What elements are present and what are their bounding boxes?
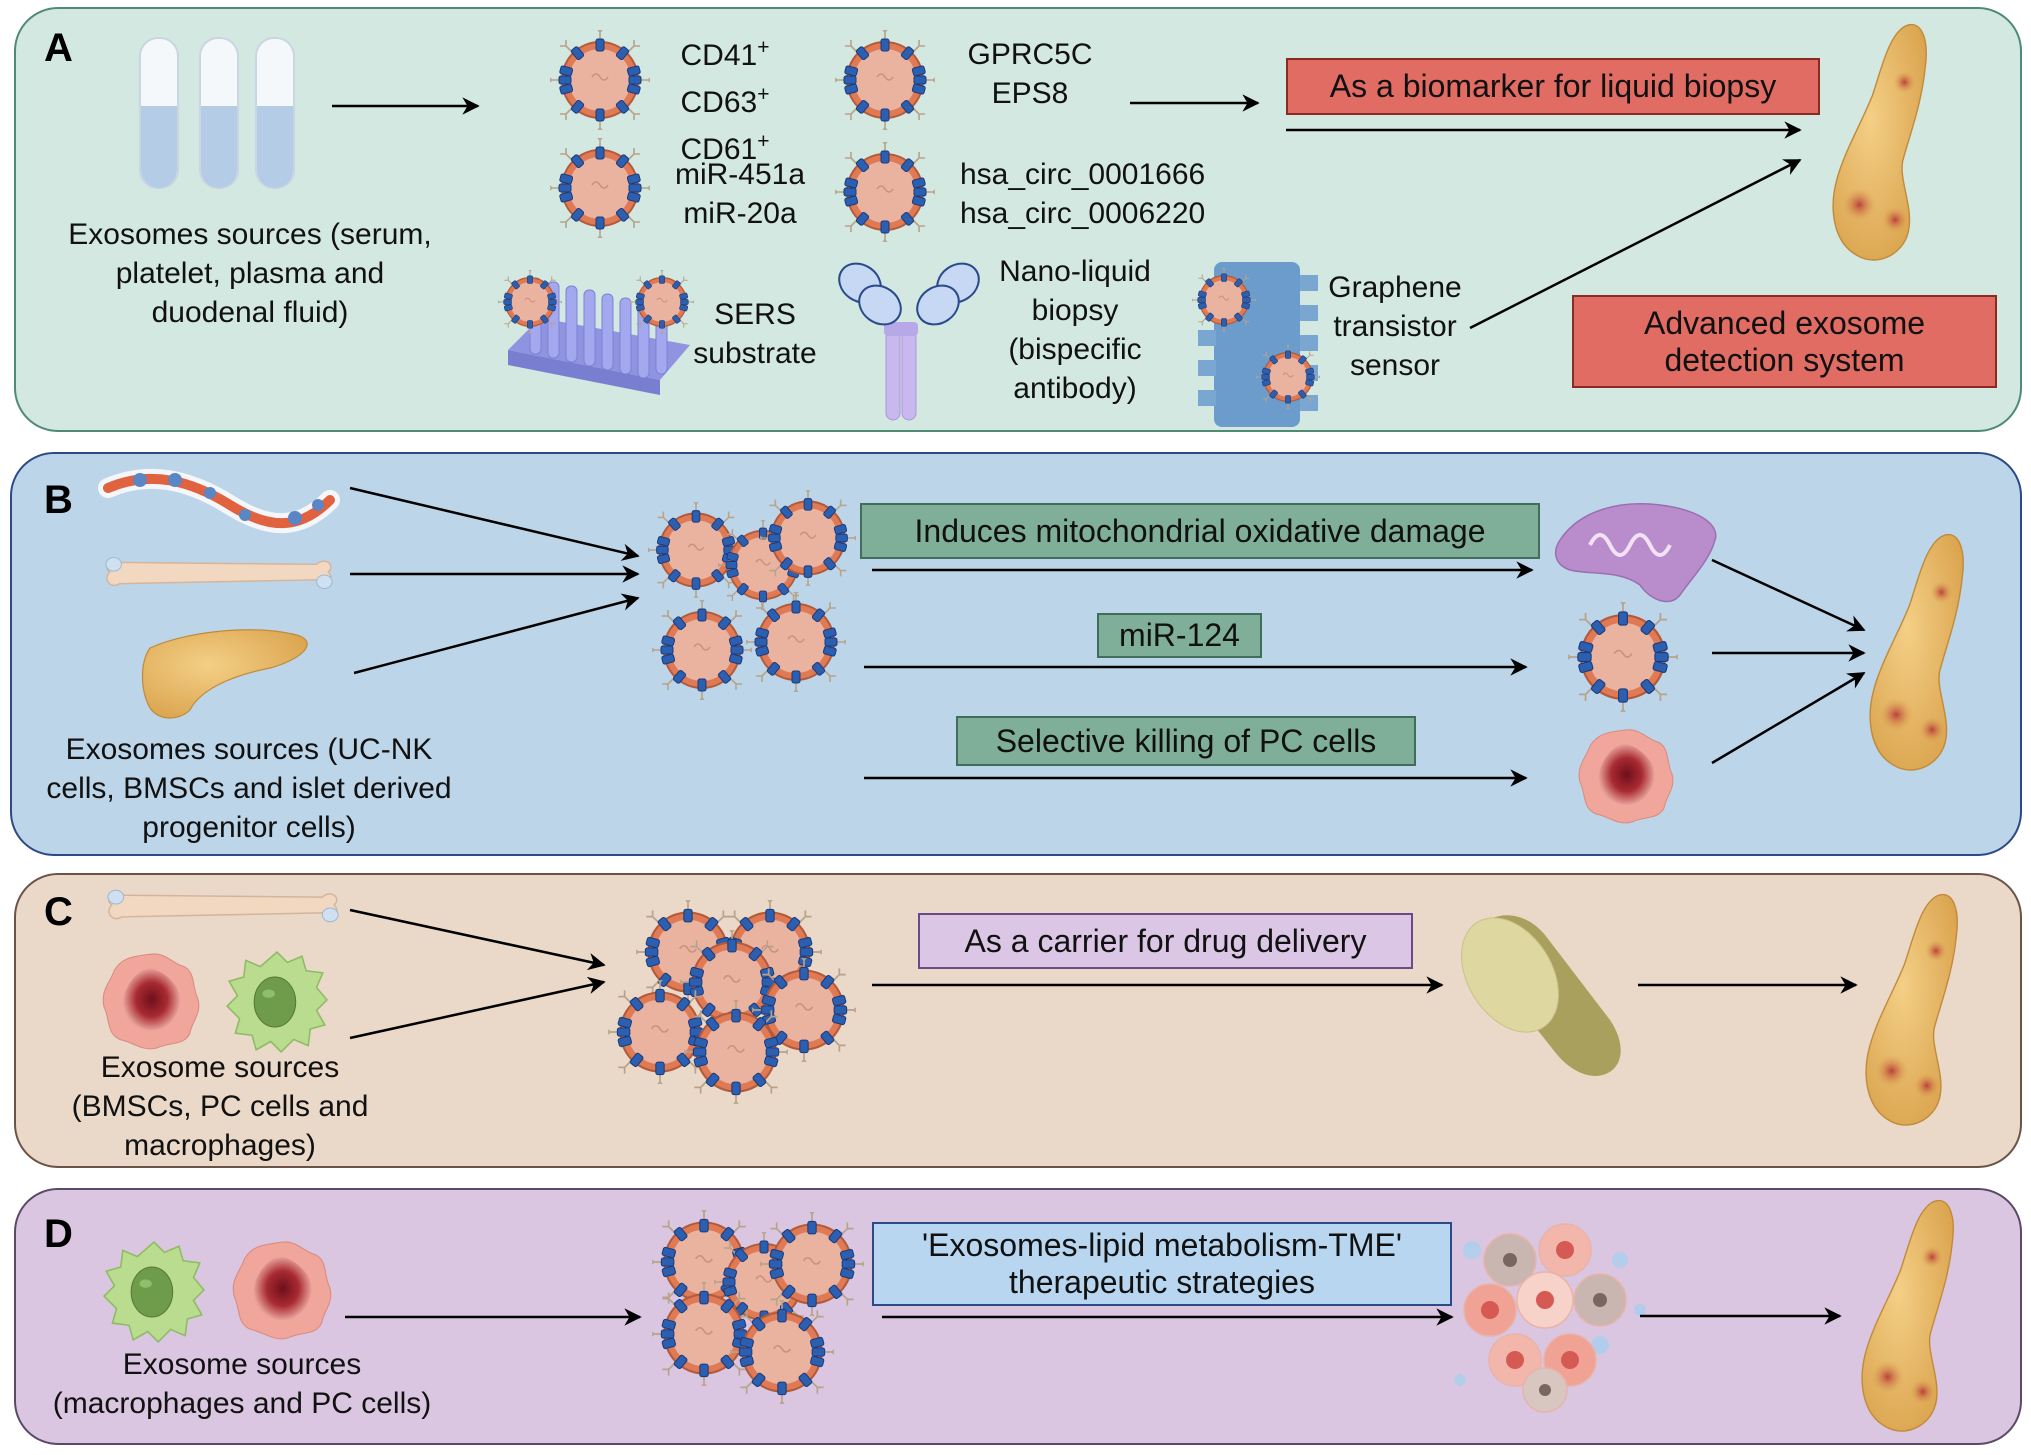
nano-line: antibody) xyxy=(1013,372,1137,405)
biomarker-liquid-biopsy-box: As a biomarker for liquid biopsy xyxy=(1286,58,1820,115)
source-line: Exosomes sources (serum, xyxy=(68,218,432,251)
panel-c-sources-text: Exosome sources (BMSCs, PC cells and mac… xyxy=(40,1048,400,1165)
graphene-line: transistor xyxy=(1333,310,1457,343)
marker-eps8: EPS8 xyxy=(991,77,1069,110)
marker-list-circ: hsa_circ_0001666 hsa_circ_0006220 xyxy=(960,155,1240,233)
graphene-sensor-label: Graphene transistor sensor xyxy=(1315,268,1475,385)
mechanism-box-drug-delivery: As a carrier for drug delivery xyxy=(918,913,1413,969)
panel-label-d: D xyxy=(44,1212,73,1256)
mechanism-box-mitochondrial-damage: Induces mitochondrial oxidative damage xyxy=(860,503,1540,559)
marker-cd63: CD63+ xyxy=(680,83,770,119)
mechanism-box-mir124: miR-124 xyxy=(1097,613,1262,658)
nano-liquid-biopsy-label: Nano-liquid biopsy (bispecific antibody) xyxy=(970,252,1180,408)
mechanism-box-selective-killing: Selective killing of PC cells xyxy=(956,716,1416,766)
box-line: detection system xyxy=(1664,341,1905,378)
marker-cd41: CD41+ xyxy=(680,36,770,72)
source-line: (macrophages and PC cells) xyxy=(52,1387,432,1420)
marker-mir20a: miR-20a xyxy=(683,197,797,230)
marker-cd61: CD61+ xyxy=(680,130,770,166)
panel-b-sources-text: Exosomes sources (UC-NK cells, BMSCs and… xyxy=(14,730,484,847)
marker-mir451a: miR-451a xyxy=(674,158,806,191)
graphene-line: sensor xyxy=(1349,349,1441,382)
source-line: Exosomes sources (UC-NK xyxy=(65,733,433,766)
nano-line: Nano-liquid xyxy=(999,255,1151,288)
box-line: therapeutic strategies xyxy=(1009,1264,1315,1300)
marker-circ-0006220: hsa_circ_0006220 xyxy=(960,197,1206,230)
sers-label: SERS substrate xyxy=(680,295,830,373)
panel-label-c: C xyxy=(44,890,73,934)
source-line: duodenal fluid) xyxy=(151,296,349,329)
panel-label-b: B xyxy=(44,478,73,522)
graphene-line: Graphene xyxy=(1328,271,1462,304)
marker-gprc5c: GPRC5C xyxy=(967,38,1093,71)
sers-line: SERS xyxy=(714,298,796,331)
sers-line: substrate xyxy=(693,337,817,370)
source-line: cells, BMSCs and islet derived xyxy=(46,772,452,805)
marker-list-cd: CD41+ CD63+ CD61+ xyxy=(670,28,780,169)
marker-list-mir: miR-451a miR-20a xyxy=(660,155,820,233)
marker-circ-0001666: hsa_circ_0001666 xyxy=(960,158,1206,191)
mechanism-box-lipid-metabolism-tme: 'Exosomes-lipid metabolism-TME' therapeu… xyxy=(872,1222,1452,1306)
panel-a-sources-text: Exosomes sources (serum, platelet, plasm… xyxy=(40,215,460,332)
nano-line: biopsy xyxy=(1031,294,1119,327)
box-line: 'Exosomes-lipid metabolism-TME' xyxy=(922,1227,1402,1264)
marker-list-gprc: GPRC5C EPS8 xyxy=(940,35,1120,113)
source-line: macrophages) xyxy=(124,1129,316,1162)
source-line: Exosome sources xyxy=(122,1348,362,1381)
source-line: Exosome sources xyxy=(100,1051,340,1084)
panel-label-a: A xyxy=(44,26,73,70)
advanced-detection-system-box: Advanced exosome detection system xyxy=(1572,295,1997,388)
nano-line: (bispecific xyxy=(1008,333,1142,366)
source-line: progenitor cells) xyxy=(142,811,356,844)
box-line: Advanced exosome xyxy=(1643,304,1926,341)
source-line: (BMSCs, PC cells and xyxy=(71,1090,369,1123)
panel-d-sources-text: Exosome sources (macrophages and PC cell… xyxy=(22,1345,462,1423)
source-line: platelet, plasma and xyxy=(115,257,385,290)
